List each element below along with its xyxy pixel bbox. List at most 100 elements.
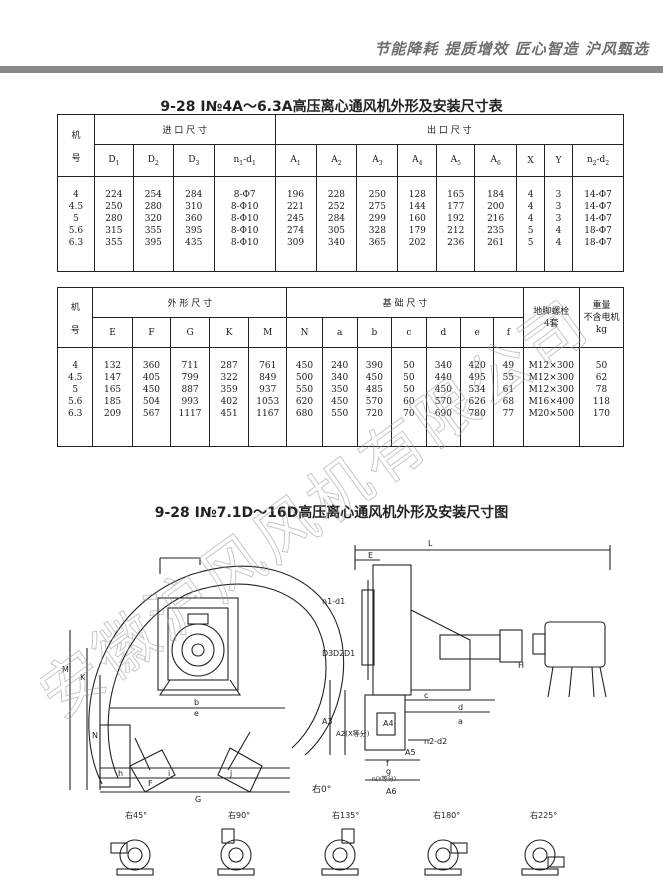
table-cell: 236	[447, 238, 465, 248]
table-cell: 355	[105, 238, 123, 248]
table-cell: 450	[331, 397, 349, 407]
weight-header: 重量 不含电机 kg	[578, 287, 625, 348]
table-cell: 61	[502, 385, 515, 395]
table-cell: 309	[286, 238, 305, 248]
weight-header-line: 不含电机	[583, 312, 620, 323]
table-cell: 711	[181, 361, 199, 371]
table-cell: 3	[555, 190, 562, 200]
table-cell: 14-Φ7	[584, 214, 612, 224]
table-cell: 420	[468, 361, 486, 371]
column-header: G	[170, 317, 210, 348]
dim-label-D2: D2	[333, 649, 344, 658]
table-cell: 60	[403, 397, 415, 407]
table-cell: 402	[220, 397, 238, 407]
table-cell: 240	[331, 361, 349, 371]
table-cell: 5	[73, 214, 79, 224]
orientation-label-225: 右225°	[530, 810, 557, 820]
table-cell: 937	[259, 385, 277, 395]
dim-label-nY: n(Y等分)	[372, 775, 396, 783]
table-cell: 284	[327, 214, 346, 224]
table-cell: 5.6	[68, 226, 84, 236]
table-cell: 450	[365, 373, 383, 383]
table-cell: 50	[403, 361, 415, 371]
column-header: A4	[397, 144, 438, 177]
table-cell: 395	[185, 226, 203, 236]
table-cell: 780	[468, 409, 486, 419]
dim-label-c: c	[424, 691, 428, 700]
machine-header-line: 号	[71, 153, 81, 164]
table-cell: 8-Φ7	[233, 190, 256, 200]
table-cell: 250	[368, 190, 386, 200]
table-cell: 185	[103, 397, 122, 407]
table-cell: 355	[144, 226, 162, 236]
table-cell: 144	[408, 202, 426, 212]
table-cell: 252	[327, 202, 346, 212]
table-cell: M12×300	[528, 373, 574, 383]
table-cell: 4	[72, 361, 79, 371]
orientation-label-45: 右45°	[125, 810, 147, 820]
table-cell: 4.5	[68, 373, 83, 383]
column-header: A6	[474, 144, 518, 177]
bolt-header-line: 4套	[543, 318, 559, 329]
table-cell: 340	[331, 373, 349, 383]
table-cell: 118	[592, 397, 611, 407]
table1-title: 9-28 Ⅰ№4A～6.3A高压离心通风机外形及安装尺寸表	[160, 99, 503, 115]
table-cell: 315	[105, 226, 123, 236]
table-cell: 1053	[256, 397, 280, 407]
dim-label-e: e	[194, 709, 199, 718]
table-cell: 216	[487, 214, 505, 224]
table-cell: 77	[502, 409, 515, 419]
column-header: K	[208, 317, 250, 348]
dim-label-n1d1: n1-d1	[322, 597, 345, 606]
table-cell: 254	[144, 190, 162, 200]
table-cell: 299	[368, 214, 386, 224]
bolt-header: 地脚螺栓 4套	[522, 287, 580, 348]
column-header: c	[391, 317, 427, 348]
table-cell: 450	[142, 385, 161, 395]
dim-label-G: G	[195, 795, 201, 804]
table-cell: 450	[434, 385, 452, 395]
table-cell: 8-Φ10	[230, 226, 259, 236]
table-cell: 179	[408, 226, 426, 236]
table-cell: 626	[468, 397, 486, 407]
table-cell: 177	[447, 202, 465, 212]
column-header: b	[356, 317, 393, 348]
side-view	[329, 545, 611, 781]
table-cell: 3	[555, 202, 562, 212]
column-header: A2	[315, 144, 358, 177]
table-cell: 761	[259, 361, 277, 371]
bolt-header-line: 地脚螺栓	[533, 306, 570, 317]
dim-label-b: b	[194, 698, 199, 707]
table-cell: 235	[487, 226, 505, 236]
table-cell: 440	[434, 373, 452, 383]
column-header: Y	[544, 144, 574, 177]
table-cell: 147	[103, 373, 122, 383]
table-cell: 495	[468, 373, 486, 383]
dim-label-M: M	[62, 665, 69, 674]
table-cell: 184	[487, 190, 505, 200]
table-cell: 49	[502, 361, 515, 371]
orientation-label-180: 右180°	[433, 810, 460, 820]
table-cell: 209	[103, 409, 122, 419]
dim-label-j: j	[229, 769, 232, 778]
table-cell: 570	[365, 397, 383, 407]
table-cell: 322	[220, 373, 238, 383]
table-cell: 4	[527, 214, 534, 224]
table-cell: 340	[434, 361, 452, 371]
table-cell: 68	[502, 397, 515, 407]
column-header: M	[248, 317, 288, 348]
table-cell: 18-Φ7	[584, 226, 612, 236]
